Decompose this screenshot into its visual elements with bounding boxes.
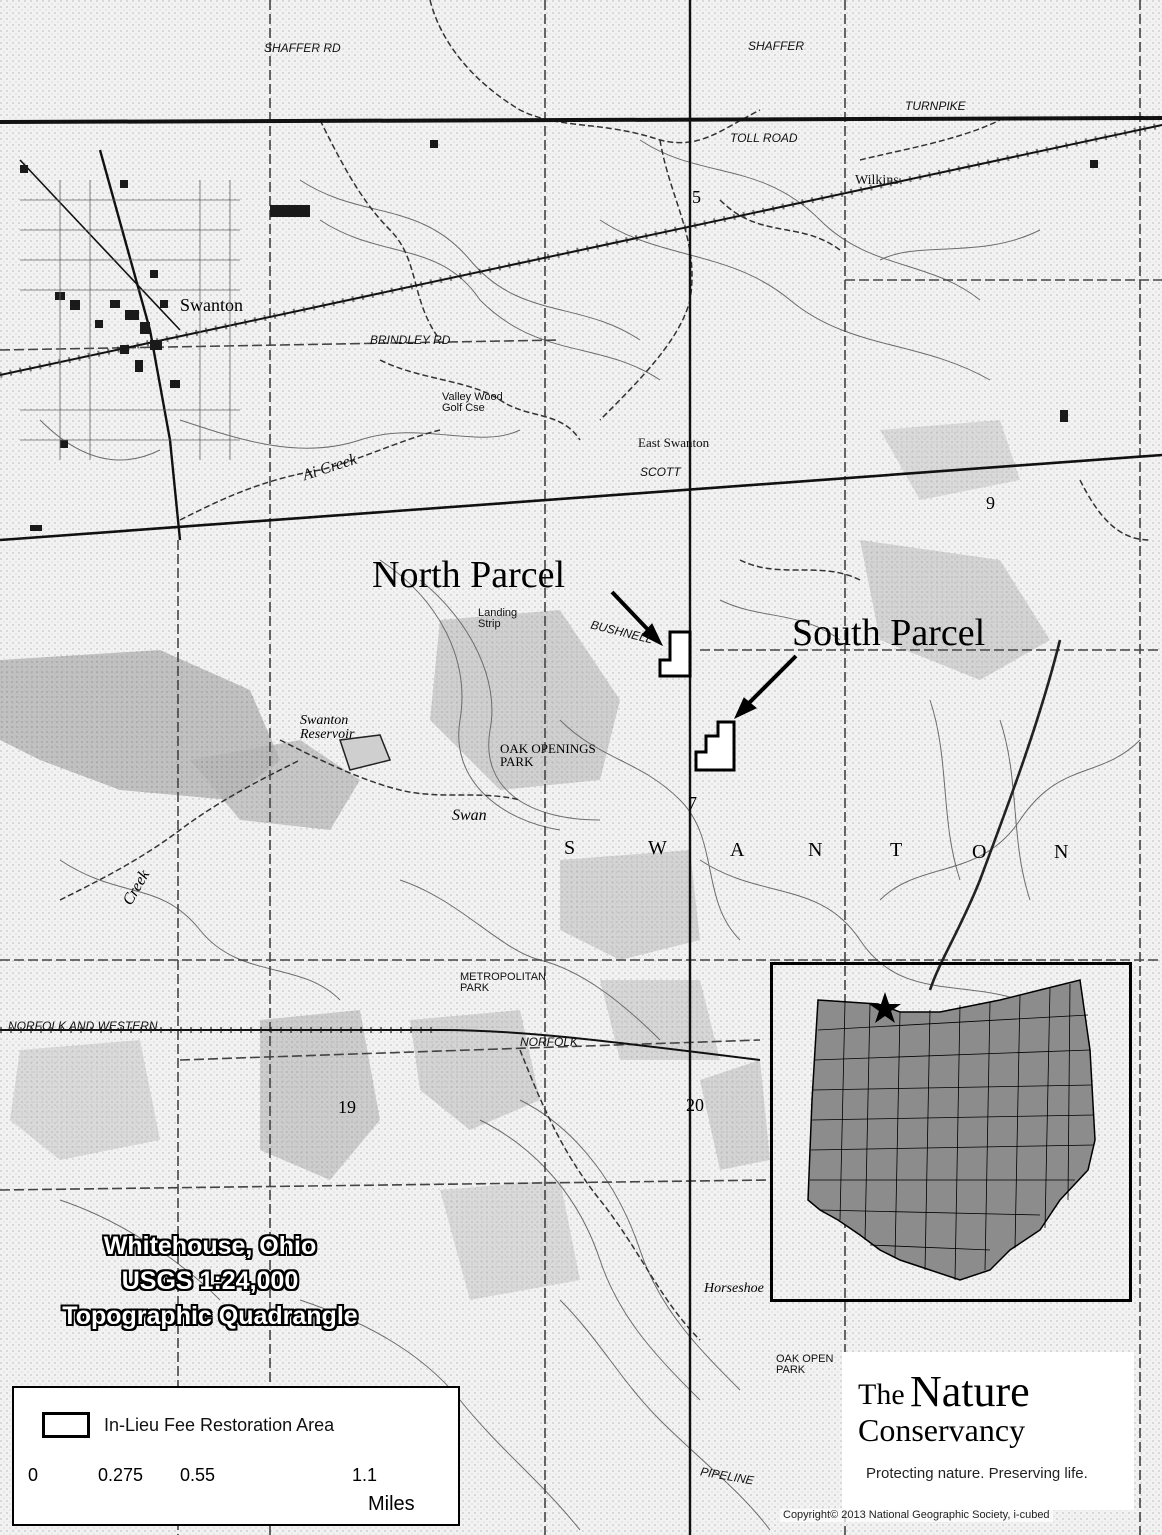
map-legend: In-Lieu Fee Restoration Area 0 0.275 0.5… xyxy=(12,1386,460,1526)
label-turnpike: TURNPIKE xyxy=(905,99,966,113)
quad-title-line: Whitehouse, Ohio xyxy=(103,1232,317,1260)
label-shaffer-rd: SHAFFER RD xyxy=(264,41,341,55)
creeks xyxy=(59,0,1151,1341)
label-norfolk-and-western: NORFOLK AND WESTERN xyxy=(8,1019,158,1033)
section-7: 7 xyxy=(688,793,697,813)
ohio-inset-map xyxy=(807,979,1096,1281)
quadrangle-title: Whitehouse, Ohio USGS 1:24,000 Topograph… xyxy=(0,1232,420,1331)
section-20: 20 xyxy=(686,1095,704,1115)
label-scott: SCOTT xyxy=(640,465,681,479)
scale-tick-label: 1.1 xyxy=(352,1465,378,1485)
label-wilkins: Wilkins xyxy=(855,173,899,188)
logo-nature: Nature xyxy=(910,1367,1030,1416)
label-shaffer-east: SHAFFER xyxy=(748,39,805,53)
label-oak-openings-park-south: OAK OPEN PARK xyxy=(776,1353,834,1376)
township-letter: T xyxy=(890,839,905,861)
township-letter: N xyxy=(808,839,825,861)
location-star-icon xyxy=(869,992,901,1023)
tnc-logo: The Nature Conservancy Protecting nature… xyxy=(842,1352,1134,1510)
south-parcel-outline xyxy=(694,720,736,772)
scale-unit: Miles xyxy=(368,1493,415,1515)
label-valley-wood: Valley Wood Golf Cse xyxy=(442,391,503,414)
inset-frame xyxy=(770,962,1132,1302)
scale-tick-label: 0 xyxy=(28,1465,39,1485)
label-swanton-reservoir: Swanton Reservoir xyxy=(300,713,355,742)
copyright-notice: Copyright© 2013 National Geographic Soci… xyxy=(780,1509,1053,1522)
swanton-buildings xyxy=(20,140,1098,531)
label-oak-openings-park: OAK OPENINGS PARK xyxy=(500,741,596,769)
legend-item-label: In-Lieu Fee Restoration Area xyxy=(104,1415,335,1435)
label-swanton-town: Swanton xyxy=(180,295,243,315)
logo-the: The xyxy=(858,1378,905,1411)
logo-tagline: Protecting nature. Preserving life. xyxy=(866,1465,1088,1482)
section-19: 19 xyxy=(338,1097,356,1117)
north-parcel-label: North Parcel xyxy=(372,554,566,596)
label-landing-strip: Landing Strip xyxy=(478,607,518,630)
scale-tick-label: 0.275 xyxy=(98,1465,144,1485)
quad-title-line: USGS 1:24,000 xyxy=(121,1267,299,1295)
township-letter: W xyxy=(648,837,669,859)
label-toll-road: TOLL ROAD xyxy=(730,131,798,145)
label-metropolitan-park: METROPOLITAN PARK xyxy=(460,971,546,994)
swanton-reservoir-body xyxy=(338,734,392,771)
swanton-street-grid xyxy=(20,180,240,460)
label-east-swanton: East Swanton xyxy=(638,435,710,450)
quad-title-line: Topographic Quadrangle xyxy=(62,1302,358,1330)
label-horseshoe: Horseshoe xyxy=(704,1281,764,1296)
legend-swatch xyxy=(42,1412,90,1438)
township-letter: O xyxy=(972,841,989,863)
contour-lines xyxy=(39,139,1141,1531)
label-brindley-rd: BRINDLEY RD xyxy=(370,333,451,347)
township-letter: S xyxy=(564,837,578,859)
township-letter: N xyxy=(1054,841,1071,863)
section-9: 9 xyxy=(986,493,995,513)
north-parcel-outline xyxy=(658,630,692,678)
south-parcel-label: South Parcel xyxy=(792,612,986,654)
label-swan: Swan xyxy=(452,807,487,824)
section-5: 5 xyxy=(692,187,701,207)
label-norfolk: NORFOLK xyxy=(520,1035,579,1049)
scale-tick-label: 0.55 xyxy=(180,1465,216,1485)
railroads xyxy=(0,122,1162,1033)
logo-conservancy: Conservancy xyxy=(858,1412,1026,1448)
parcel-arrows xyxy=(610,590,798,720)
township-letter: A xyxy=(730,839,747,861)
